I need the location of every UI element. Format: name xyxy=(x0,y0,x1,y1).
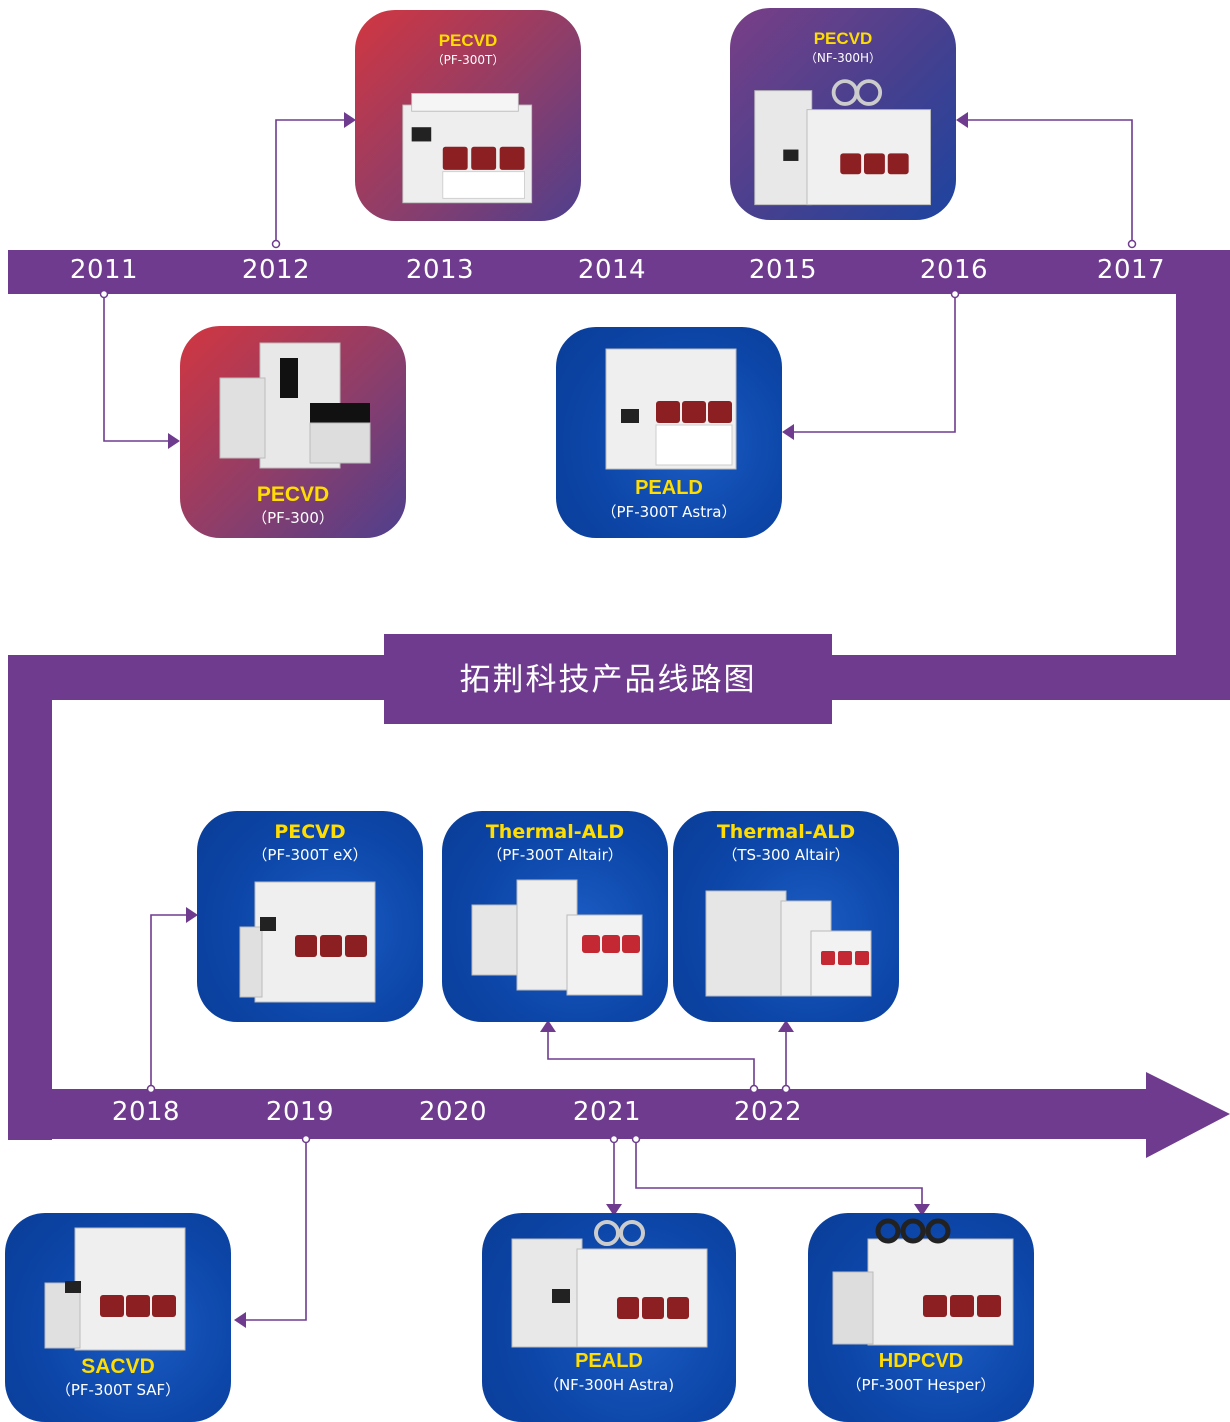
product-card-nf-300h: PECVD （NF-300H） xyxy=(730,8,956,220)
year-label-2021: 2021 xyxy=(572,1097,642,1127)
equipment-image xyxy=(511,1220,708,1348)
product-name: PECVD xyxy=(438,31,498,50)
product-card-pf-300t-astra: PEALD （PF-300T Astra） xyxy=(556,327,782,538)
product-card-nf-300h-astra: PEALD （NF-300H Astra) xyxy=(482,1213,736,1422)
roadmap-title: 拓荆科技产品线路图 xyxy=(459,662,757,698)
product-model: （PF-300T Astra） xyxy=(601,503,737,521)
product-name: PECVD xyxy=(256,483,330,506)
product-card-ts-300-altair: Thermal-ALD （TS-300 Altair） xyxy=(673,811,899,1022)
product-name: SACVD xyxy=(81,1355,155,1378)
equipment-image xyxy=(471,879,643,996)
year-label-2011: 2011 xyxy=(69,255,139,285)
product-card-pf-300: PECVD （PF-300） xyxy=(180,326,406,538)
product-name: PECVD xyxy=(274,821,346,843)
product-model: （PF-300T SAF） xyxy=(55,1381,181,1399)
year-label-2020: 2020 xyxy=(418,1097,488,1127)
product-name: PEALD xyxy=(635,477,703,499)
equipment-image xyxy=(44,1227,186,1351)
product-name: PEALD xyxy=(575,1350,643,1372)
equipment-image xyxy=(705,890,872,997)
connector-dots xyxy=(99,239,1137,1144)
product-name: Thermal-ALD xyxy=(716,821,856,843)
product-model: （PF-300T Altair） xyxy=(487,846,623,864)
product-name: Thermal-ALD xyxy=(485,821,625,843)
product-card-pf-300t-hesper: HDPCVD （PF-300T Hesper） xyxy=(808,1213,1034,1422)
equipment-image xyxy=(754,79,931,206)
year-label-2016: 2016 xyxy=(919,255,989,285)
product-model: （PF-300T） xyxy=(431,53,505,67)
connector-lines xyxy=(103,119,1133,1321)
year-label-2012: 2012 xyxy=(241,255,311,285)
connector-arrowheads xyxy=(168,112,968,1328)
product-model: （NF-300H Astra) xyxy=(543,1376,675,1394)
product-card-pf-300t-ex: PECVD （PF-300T eX） xyxy=(197,811,423,1022)
product-card-pf-300t-saf: SACVD （PF-300T SAF） xyxy=(5,1213,231,1422)
product-card-pf-300t-altair: Thermal-ALD （PF-300T Altair） xyxy=(442,811,668,1022)
timeline-band xyxy=(8,250,1230,1158)
product-model: （PF-300T Hesper） xyxy=(846,1376,996,1394)
equipment-image xyxy=(239,881,376,1003)
equipment-image xyxy=(605,348,737,470)
year-label-2013: 2013 xyxy=(405,255,475,285)
equipment-image xyxy=(832,1218,1014,1346)
product-name: PECVD xyxy=(813,29,873,48)
year-label-2022: 2022 xyxy=(733,1097,803,1127)
product-name: HDPCVD xyxy=(878,1350,964,1372)
product-card-pf-300t: PECVD （PF-300T） xyxy=(355,10,581,221)
equipment-image xyxy=(219,342,371,469)
year-label-2019: 2019 xyxy=(265,1097,335,1127)
product-model: （NF-300H） xyxy=(804,51,882,65)
year-label-2015: 2015 xyxy=(748,255,818,285)
product-model: （TS-300 Altair） xyxy=(722,846,850,864)
year-label-2014: 2014 xyxy=(577,255,647,285)
product-model: （PF-300） xyxy=(252,509,334,527)
equipment-image xyxy=(402,93,533,204)
year-label-2017: 2017 xyxy=(1096,255,1166,285)
year-label-2018: 2018 xyxy=(111,1097,181,1127)
product-model: （PF-300T eX） xyxy=(252,846,368,864)
